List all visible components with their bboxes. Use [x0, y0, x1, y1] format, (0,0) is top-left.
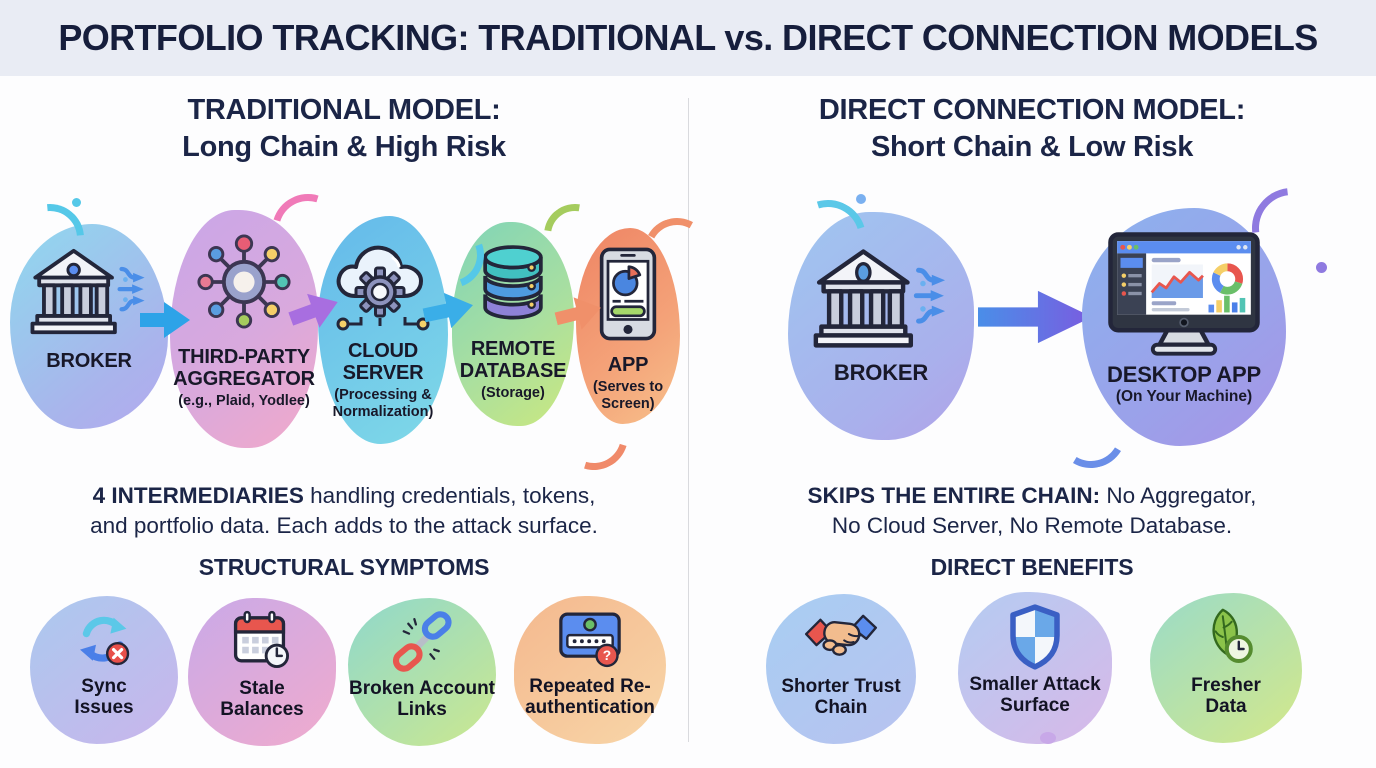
node-desktop-sublabel: (On Your Machine) — [1115, 388, 1253, 405]
sync-error-icon — [72, 608, 136, 677]
decorative-dot — [1316, 262, 1327, 273]
calendar-clock-icon — [229, 608, 295, 679]
node-database-label: REMOTE DATABASE — [459, 338, 567, 382]
node-database-caption: REMOTE DATABASE (Storage) — [431, 338, 595, 402]
node-app: APP (Serves to Screen) — [576, 228, 680, 424]
symptom-reauthentication: ? Repeated Re-authentication — [514, 596, 666, 744]
node-broker-direct-caption: BROKER — [811, 362, 951, 384]
benefit-smaller-attack-surface-label: Smaller Attack Surface — [969, 674, 1101, 716]
symptom-sync-issues-label: Sync Issues — [74, 676, 134, 718]
node-aggregator-label: THIRD-PARTY AGGREGATOR — [173, 346, 315, 390]
node-database-sublabel: (Storage) — [481, 385, 545, 401]
arrow-broker-to-desktop — [978, 286, 1094, 353]
database-icon — [474, 240, 552, 339]
node-broker-direct-label: BROKER — [833, 360, 929, 385]
bank-icon — [27, 246, 151, 343]
node-app-caption: APP (Serves to Screen) — [568, 354, 688, 412]
benefit-fresher-data-label: Fresher Data — [1191, 675, 1261, 717]
node-desktop-app: DESKTOP APP (On Your Machine) — [1082, 208, 1286, 446]
decorative-dot — [72, 198, 81, 207]
traditional-summary-bold: 4 INTERMEDIARIES — [92, 482, 304, 508]
node-desktop-caption: DESKTOP APP (On Your Machine) — [1079, 364, 1289, 406]
page-title: PORTFOLIO TRACKING: TRADITIONAL vs. DIRE… — [58, 17, 1318, 58]
node-broker-direct: BROKER — [788, 212, 974, 440]
symptom-broken-links: Broken Account Links — [348, 598, 496, 746]
node-app-sublabel: (Serves to Screen) — [592, 379, 664, 412]
direct-heading: DIRECT CONNECTION MODEL: Short Chain & L… — [688, 92, 1376, 166]
traditional-heading: TRADITIONAL MODEL: Long Chain & High Ris… — [0, 92, 688, 166]
direct-heading-line1: DIRECT CONNECTION MODEL: — [818, 94, 1246, 126]
direct-summary-line1: No Aggregator, — [1100, 482, 1257, 508]
traditional-summary: 4 INTERMEDIARIES handling credentials, t… — [24, 481, 664, 541]
symptom-stale-balances: Stale Balances — [188, 598, 336, 746]
traditional-heading-line1: TRADITIONAL MODEL: — [187, 94, 501, 126]
direct-summary-bold: SKIPS THE ENTIRE CHAIN: — [807, 482, 1101, 508]
structural-symptoms-heading: STRUCTURAL SYMPTOMS — [198, 554, 490, 580]
node-cloud-caption: CLOUD SERVER (Processing & Normalization… — [298, 340, 468, 420]
traditional-heading-line2: Long Chain & High Risk — [182, 131, 506, 163]
symptom-sync-issues: Sync Issues — [30, 596, 178, 744]
cloud-gear-icon — [331, 234, 435, 339]
password-question-icon: ? — [556, 610, 624, 675]
direct-summary-line2: No Cloud Server, No Remote Database. — [831, 512, 1233, 538]
node-aggregator-caption: THIRD-PARTY AGGREGATOR (e.g., Plaid, Yod… — [146, 346, 342, 410]
node-aggregator-sublabel: (e.g., Plaid, Yodlee) — [178, 393, 310, 409]
column-divider — [688, 98, 689, 742]
shield-icon — [1006, 604, 1064, 675]
benefit-smaller-attack-surface: Smaller Attack Surface — [958, 592, 1112, 744]
direct-heading-line2: Short Chain & Low Risk — [870, 131, 1194, 163]
node-remote-database: REMOTE DATABASE (Storage) — [452, 222, 574, 426]
desktop-monitor-icon — [1106, 230, 1262, 362]
network-hub-icon — [196, 234, 292, 335]
benefit-shorter-trust-chain: Shorter Trust Chain — [766, 594, 916, 744]
handshake-icon — [803, 610, 879, 671]
node-cloud-server: CLOUD SERVER (Processing & Normalization… — [318, 216, 448, 444]
phone-icon — [598, 246, 658, 347]
broken-chain-icon — [390, 610, 454, 679]
node-desktop-label: DESKTOP APP — [1107, 362, 1261, 387]
benefit-fresher-data: Fresher Data — [1150, 593, 1302, 743]
direct-summary: SKIPS THE ENTIRE CHAIN: No Aggregator, N… — [722, 481, 1342, 541]
bank-icon — [810, 246, 952, 357]
traditional-summary-line2: and portfolio data. Each adds to the att… — [90, 512, 598, 538]
symptom-reauthentication-label: Repeated Re-authentication — [525, 676, 655, 718]
symptom-stale-balances-label: Stale Balances — [220, 678, 304, 720]
node-aggregator: THIRD-PARTY AGGREGATOR (e.g., Plaid, Yod… — [170, 210, 318, 448]
arrow-aggregator-to-cloud — [283, 281, 349, 345]
node-broker-label: BROKER — [46, 350, 132, 372]
benefit-shorter-trust-chain-label: Shorter Trust Chain — [781, 676, 901, 718]
node-cloud-label: CLOUD SERVER — [342, 340, 424, 384]
infographic-canvas: TRADITIONAL MODEL: Long Chain & High Ris… — [0, 76, 1376, 768]
symptom-broken-links-label: Broken Account Links — [348, 678, 496, 720]
traditional-summary-line1: handling credentials, tokens, — [303, 482, 596, 508]
title-bar: PORTFOLIO TRACKING: TRADITIONAL vs. DIRE… — [0, 0, 1376, 76]
direct-benefits-heading: DIRECT BENEFITS — [930, 554, 1134, 580]
leaf-clock-icon — [1194, 605, 1258, 674]
arrow-database-to-app — [551, 287, 609, 344]
node-broker-caption: BROKER — [29, 350, 149, 372]
arrow-cloud-to-database — [419, 283, 480, 342]
decorative-dot — [1040, 732, 1056, 744]
svg-text:?: ? — [603, 648, 611, 663]
decorative-dot — [856, 194, 866, 204]
node-app-label: APP — [607, 354, 649, 376]
node-cloud-sublabel: (Processing & Normalization) — [332, 387, 434, 420]
arrow-broker-to-aggregator — [140, 298, 192, 347]
